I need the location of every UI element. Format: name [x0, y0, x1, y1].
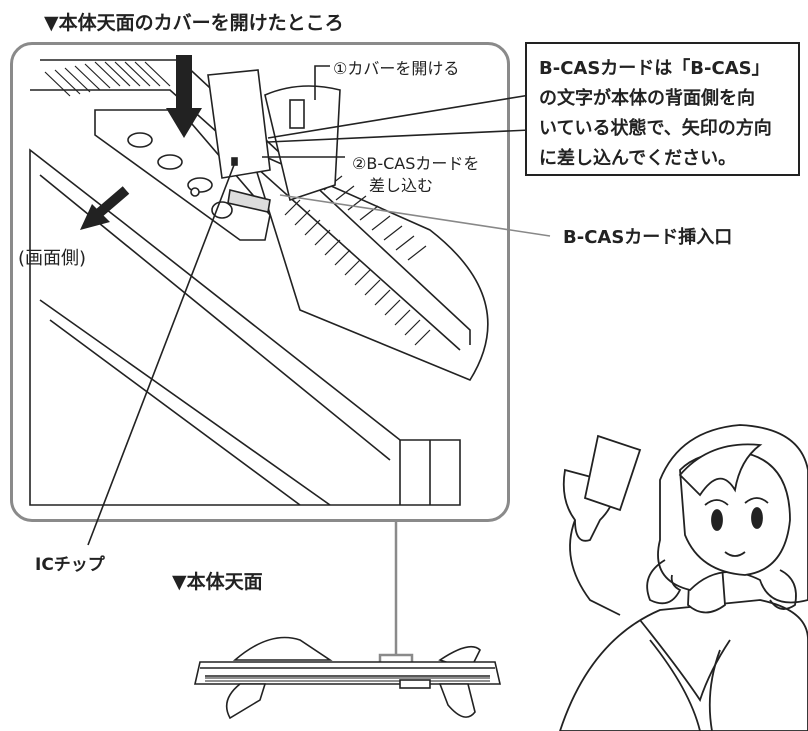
callout-line: いている状態で、矢印の方向 — [539, 118, 772, 139]
top-view-title: ▼本体天面 — [172, 571, 263, 593]
woman-holding-card-illustration — [559, 424, 808, 731]
callout-line: に差し込んでください。 — [539, 148, 737, 169]
step2-label-line1: ②B-CASカードを — [352, 154, 480, 173]
leader-lines — [87, 65, 551, 546]
instruction-callout: B-CASカードは「B-CAS」 の文字が本体の背面側を向 いている状態で、矢印… — [525, 42, 800, 176]
step1-label: ①カバーを開ける — [333, 59, 460, 78]
closeup-frame — [10, 42, 510, 522]
tv-top-view — [193, 636, 502, 720]
section-title: ▼本体天面のカバーを開けたところ — [44, 12, 344, 34]
tv-closeup-illustration — [29, 59, 489, 506]
callout-line: B-CASカードは「B-CAS」 — [539, 58, 770, 79]
arrow-down-icon — [166, 55, 202, 138]
screen-side-label: (画面側) — [18, 248, 87, 269]
zoom-connector — [378, 522, 414, 681]
callout-line: の文字が本体の背面側を向 — [539, 88, 755, 109]
arrow-screen-side-icon — [80, 186, 130, 230]
ic-chip-label: ICチップ — [35, 555, 105, 575]
step2-label-line2: 差し込む — [369, 176, 434, 195]
card-slot-label: B-CASカード挿入口 — [563, 227, 733, 248]
